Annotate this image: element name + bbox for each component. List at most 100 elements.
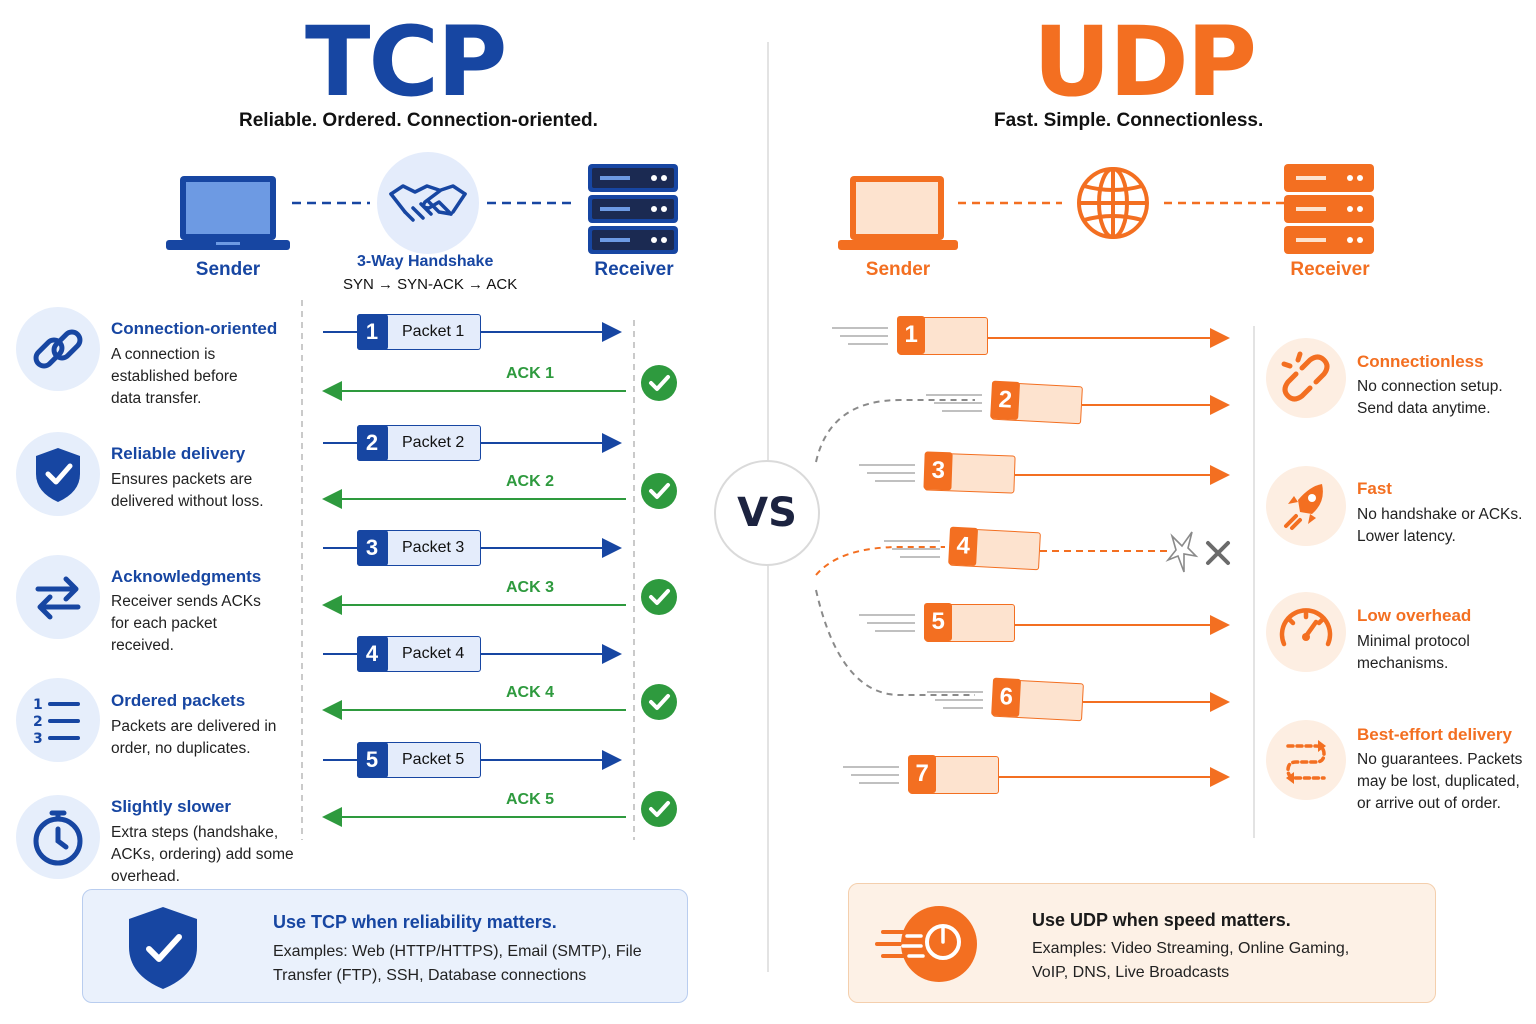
- packet-number: 1: [356, 313, 388, 350]
- tcp-feature-desc: Packets are delivered in order, no dupli…: [111, 718, 277, 757]
- speed-icon: [875, 906, 977, 982]
- packet-number: 7: [908, 755, 937, 794]
- tcp-feature-desc: A connection is established before data …: [111, 346, 238, 407]
- udp-feature-desc: No guarantees. Packets may be lost, dupl…: [1357, 751, 1523, 812]
- tcp-receiver-label: Receiver: [594, 259, 674, 280]
- broken-link-icon: [1266, 338, 1346, 418]
- shield-check-icon: [16, 432, 100, 516]
- udp-right-divider: [1253, 326, 1255, 838]
- udp-feature-title: Best-effort delivery: [1357, 725, 1512, 744]
- check-icon: [641, 365, 677, 401]
- udp-feature-title: Low overhead: [1357, 606, 1472, 625]
- handshake-title: 3-Way Handshake: [357, 253, 494, 270]
- tcp-title: TCP: [305, 6, 507, 118]
- vs-label: VS: [737, 490, 797, 536]
- lost-x-icon: [1206, 541, 1230, 565]
- impact-burst-icon: [1165, 531, 1199, 573]
- udp-packet: 3: [923, 451, 1016, 494]
- packet-number: 5: [356, 741, 388, 778]
- udp-packet: 6: [991, 677, 1084, 722]
- udp-receiver-label: Receiver: [1290, 259, 1370, 280]
- udp-title: UDP: [1033, 6, 1257, 118]
- udp-feature-title: Connectionless: [1357, 352, 1484, 371]
- packet-number: 2: [356, 424, 388, 461]
- tcp-feature-desc: Extra steps (handshake, ACKs, ordering) …: [111, 824, 294, 885]
- udp-sender-label: Sender: [865, 259, 931, 280]
- udp-packet: 5: [924, 603, 1015, 642]
- tcp-feature-title: Acknowledgments: [111, 567, 262, 586]
- packet-label: Packet 3: [402, 539, 465, 556]
- packet-label: Packet 1: [402, 323, 465, 340]
- svg-text:3: 3: [33, 731, 43, 747]
- udp-connection-dashes: [958, 201, 1284, 205]
- connection-dashes: [292, 201, 577, 205]
- tcp-lifelines: [301, 300, 635, 840]
- packet-number: 1: [897, 316, 926, 355]
- udp-feature-desc: Minimal protocol mechanisms.: [1357, 633, 1470, 672]
- udp-usage-box: Use UDP when speed matters. Examples: Vi…: [848, 883, 1436, 1003]
- server-icon: [588, 164, 678, 254]
- tcp-tagline: Reliable. Ordered. Connection-oriented.: [239, 110, 598, 131]
- packet-number: 6: [991, 677, 1022, 718]
- svg-text:2: 2: [33, 714, 43, 730]
- udp-feature-desc: No handshake or ACKs. Lower latency.: [1357, 506, 1523, 545]
- vs-badge: VS: [714, 460, 820, 566]
- shield-check-icon: [129, 907, 197, 989]
- udp-feature-desc: No connection setup. Send data anytime.: [1357, 378, 1503, 417]
- packet-number: 5: [924, 603, 953, 642]
- tcp-usage-title: Use TCP when reliability matters.: [273, 912, 557, 932]
- tcp-feature-desc: Receiver sends ACKs for each packet rece…: [111, 593, 261, 654]
- packet-label: Packet 2: [402, 434, 465, 451]
- link-icon: [16, 307, 100, 391]
- ack-label: ACK 1: [506, 365, 555, 382]
- ack-label: ACK 3: [506, 579, 555, 596]
- speedometer-icon: [1266, 592, 1346, 672]
- packet-number: 3: [923, 451, 953, 491]
- tcp-packet: 2 Packet 2: [356, 424, 481, 461]
- lost-packet-path: [815, 546, 945, 576]
- tcp-usage-examples: Examples: Web (HTTP/HTTPS), Email (SMTP)…: [273, 943, 642, 984]
- udp-packet: 2: [990, 380, 1083, 425]
- tcp-sender-label: Sender: [195, 259, 261, 280]
- check-icon: [641, 791, 677, 827]
- check-icon: [641, 473, 677, 509]
- udp-usage-title: Use UDP when speed matters.: [1032, 910, 1291, 930]
- tcp-packet: 1 Packet 1: [356, 313, 481, 350]
- handshake-steps: SYN → SYN-ACK → ACK: [343, 276, 518, 293]
- check-icon: [641, 579, 677, 615]
- ack-label: ACK 5: [506, 791, 555, 808]
- udp-packet: 1: [897, 316, 988, 355]
- packet-label: Packet 4: [402, 645, 465, 662]
- svg-text:1: 1: [33, 697, 43, 713]
- server-icon: [1284, 164, 1374, 254]
- udp-feature-title: Fast: [1357, 479, 1392, 498]
- ack-label: ACK 2: [506, 473, 555, 490]
- laptop-icon: [166, 176, 290, 250]
- packet-number: 2: [990, 380, 1021, 421]
- packet-label: Packet 5: [402, 751, 465, 768]
- tcp-feature-desc: Ensures packets are delivered without lo…: [111, 471, 264, 510]
- tcp-feature-title: Reliable delivery: [111, 444, 246, 463]
- rocket-icon: [1266, 466, 1346, 546]
- check-icon: [641, 684, 677, 720]
- handshake-icon: [377, 152, 479, 254]
- swap-arrows-icon: [16, 555, 100, 639]
- packet-number: 4: [948, 526, 979, 567]
- udp-packet: 4: [948, 526, 1041, 571]
- stopwatch-icon: [16, 795, 100, 879]
- laptop-icon: [838, 176, 958, 250]
- tcp-usage-box: Use TCP when reliability matters. Exampl…: [82, 889, 688, 1003]
- tcp-sequence-arrows: [322, 322, 626, 827]
- udp-usage-examples: Examples: Video Streaming, Online Gaming…: [1032, 940, 1350, 981]
- udp-packet: 7: [908, 755, 999, 794]
- tcp-feature-title: Connection-oriented: [111, 319, 278, 338]
- tcp-feature-title: Slightly slower: [111, 797, 231, 816]
- udp-tagline: Fast. Simple. Connectionless.: [994, 110, 1264, 131]
- tcp-feature-title: Ordered packets: [111, 691, 246, 710]
- tcp-packet: 5 Packet 5: [356, 741, 481, 778]
- reorder-path: [815, 589, 975, 696]
- winding-path-icon: [1266, 720, 1346, 800]
